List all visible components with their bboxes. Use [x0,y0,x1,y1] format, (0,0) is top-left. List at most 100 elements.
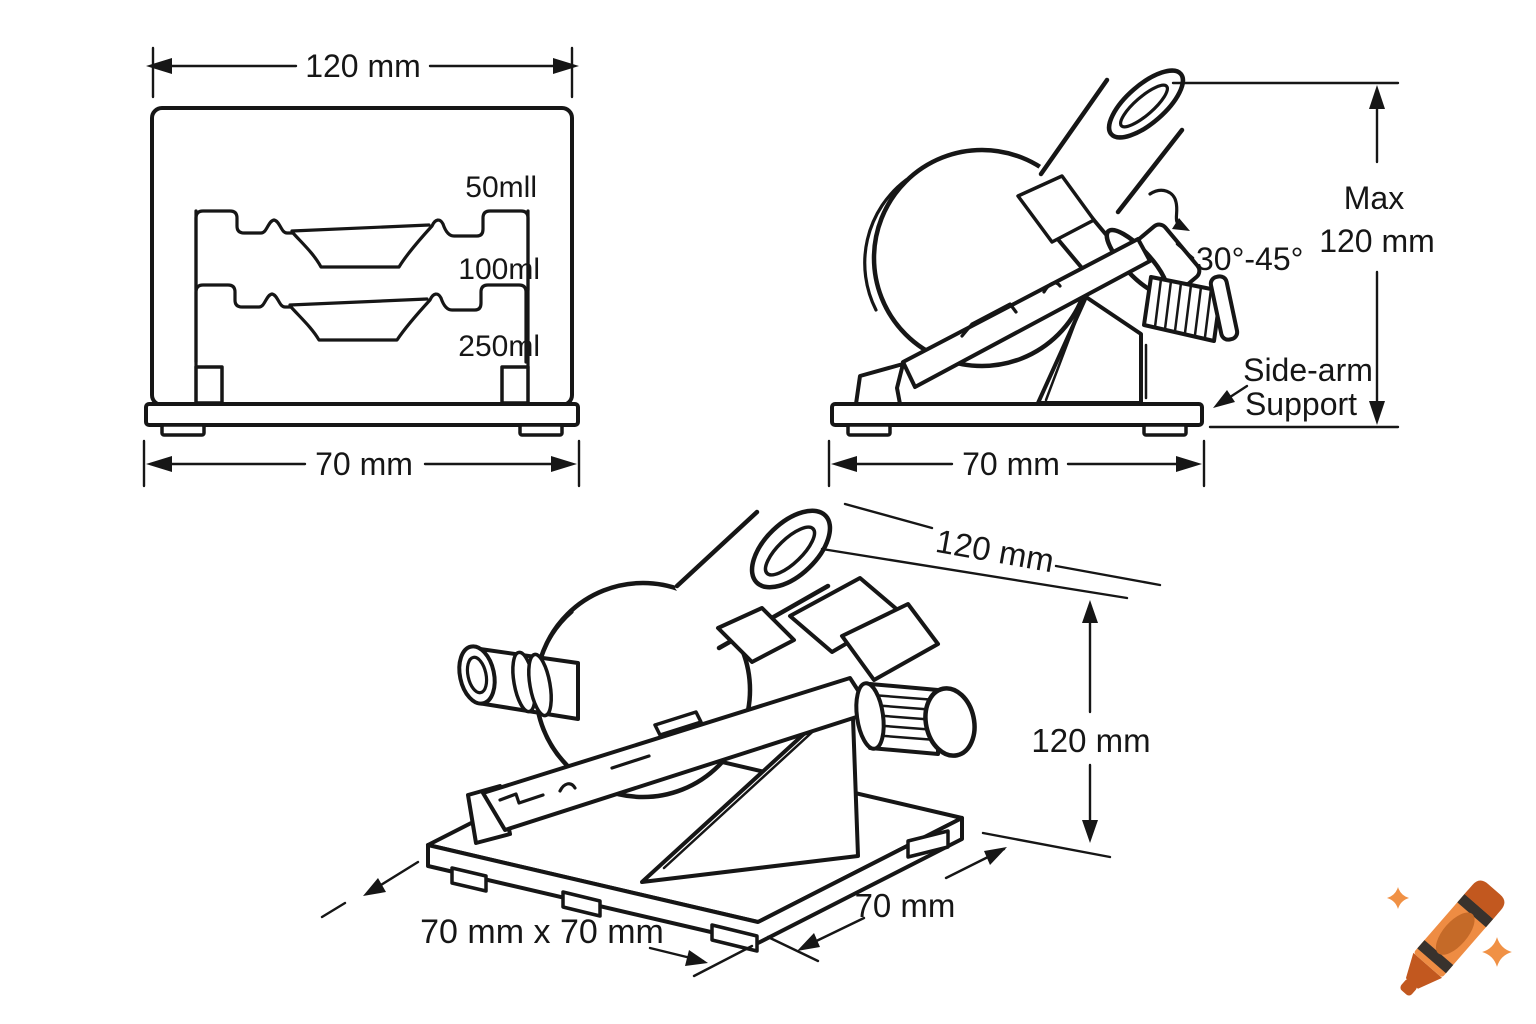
base-plate-sides [426,816,964,945]
flask-opening [749,508,833,590]
angle-leader-line [1175,242,1195,260]
side-view: 30°-45° Max 120 mm Side-arm Support 70 m… [827,68,1435,488]
side-neck-tube [716,606,796,664]
triangle-bracket-lines [1044,300,1148,402]
profile-side-edges [194,209,530,369]
support-bar-foot [854,362,905,406]
callout-line2: Support [1245,386,1357,422]
max-value-label: 120 mm [1319,223,1435,259]
left-side-arm [457,644,580,721]
front-width-label: 120 mm [305,48,421,84]
side-arm-callout: Side-arm Support [1213,352,1373,422]
joint-ring-2 [527,652,553,718]
flask-glass-highlight [863,178,908,312]
arrowhead-left [831,456,857,472]
side-base-label: 70 mm [962,446,1060,482]
arrowhead-up [1082,600,1098,623]
dimension-lines [1171,81,1400,429]
callout-line1: Side-arm [1243,352,1373,388]
side-arm-opening-inner [465,655,489,695]
base-plate-side [830,402,1204,427]
arrowhead-right [1176,456,1202,472]
profile-chord-50ml [290,223,431,233]
inner-foot-right [500,365,530,405]
front-view: 120 mm 50mll 100ml 250ml 70 mm [142,46,581,488]
iso-side-label: 70 mm [855,887,956,924]
base-foot-left [160,423,206,437]
profile-plate-250ml [194,283,528,364]
knob-ribs [870,693,938,742]
arrowhead-down [1369,401,1385,425]
dimension-lines [981,613,1112,859]
adapter-end-cap [1208,274,1240,342]
flask-opening [1106,68,1186,140]
flask-neck-sides [1038,77,1185,215]
clamp-assembly [716,576,977,758]
arrowhead-right [685,950,708,966]
max-height-dimension: Max 120 mm [1171,81,1435,429]
front-base-label: 70 mm [315,446,413,482]
base-feet [450,829,950,953]
arrowhead-right [553,58,579,74]
clamp-wedge-lower [840,602,940,682]
iso-height-dimension: 120 mm [981,600,1151,859]
slot-label-50ml: 50mll [465,171,537,204]
crayon-logo [1387,880,1512,996]
crayon-tip [1405,952,1443,989]
front-base-dimension: 70 mm [142,439,581,488]
arrowhead-left [363,878,386,896]
profile-chord-250ml [288,297,429,307]
dimension-lines [320,860,754,978]
clamp-wedge [1016,174,1096,244]
dimension-lines [151,46,574,99]
iso-base-dimension: 70 mm x 70 mm [320,860,754,978]
knob-end-cap [923,686,977,758]
support-bar-notches [960,281,1062,338]
dimension-lines [142,439,581,488]
crayon-stripe [1457,894,1494,928]
side-base-dimension: 70 mm [827,439,1206,488]
knob-collar [854,681,886,751]
crayon-end-cap [1464,880,1505,919]
crayon-stripe [1417,940,1454,974]
profile-plate-50ml [194,209,530,292]
base-foot-right [1142,423,1188,437]
flask-opening-inner [1119,83,1169,129]
angle-range-label: 30°-45° [1196,241,1303,277]
inner-foot-left [194,365,224,405]
iso-side-dimension: 70 mm [766,847,1007,963]
base-plate-front [144,402,580,427]
iso-depth-dimension: 120 mm [820,502,1162,600]
max-label: Max [1344,180,1404,216]
crayon-icon [1400,880,1505,996]
sparkle-icon [1482,937,1512,967]
front-width-dimension: 120 mm [146,46,579,99]
adapter-ribs [1153,277,1213,339]
arrowhead-left [146,58,172,74]
angle-adjust-arrowhead [1172,218,1190,231]
crayon-oval [1435,912,1475,955]
base-foot-left [846,423,892,437]
cradle-notches [498,754,651,805]
slot-label-100ml: 100ml [458,253,540,286]
iso-height-label: 120 mm [1031,722,1150,759]
arrowhead-left [146,456,172,472]
isometric-view: 120 mm 120 mm 70 mm 70 mm x 70 mm [320,502,1162,978]
arrowhead-down [1082,820,1098,843]
slot-label-250ml: 250ml [458,330,540,363]
slot-profiles [194,209,530,405]
base-foot-right [518,423,564,437]
callout-arrowhead [1213,390,1235,408]
ribbed-adapter [1142,275,1223,343]
iso-base-label: 70 mm x 70 mm [420,913,664,951]
arrowhead-right [551,456,577,472]
arrowhead-upper-right [984,847,1007,865]
arrowhead-lower-left [797,933,820,951]
angled-support-bar [901,237,1152,389]
cradle-slot [653,710,703,737]
dimension-lines [820,502,1162,600]
dimension-lines [827,439,1206,488]
flask-opening-inner [763,525,817,577]
